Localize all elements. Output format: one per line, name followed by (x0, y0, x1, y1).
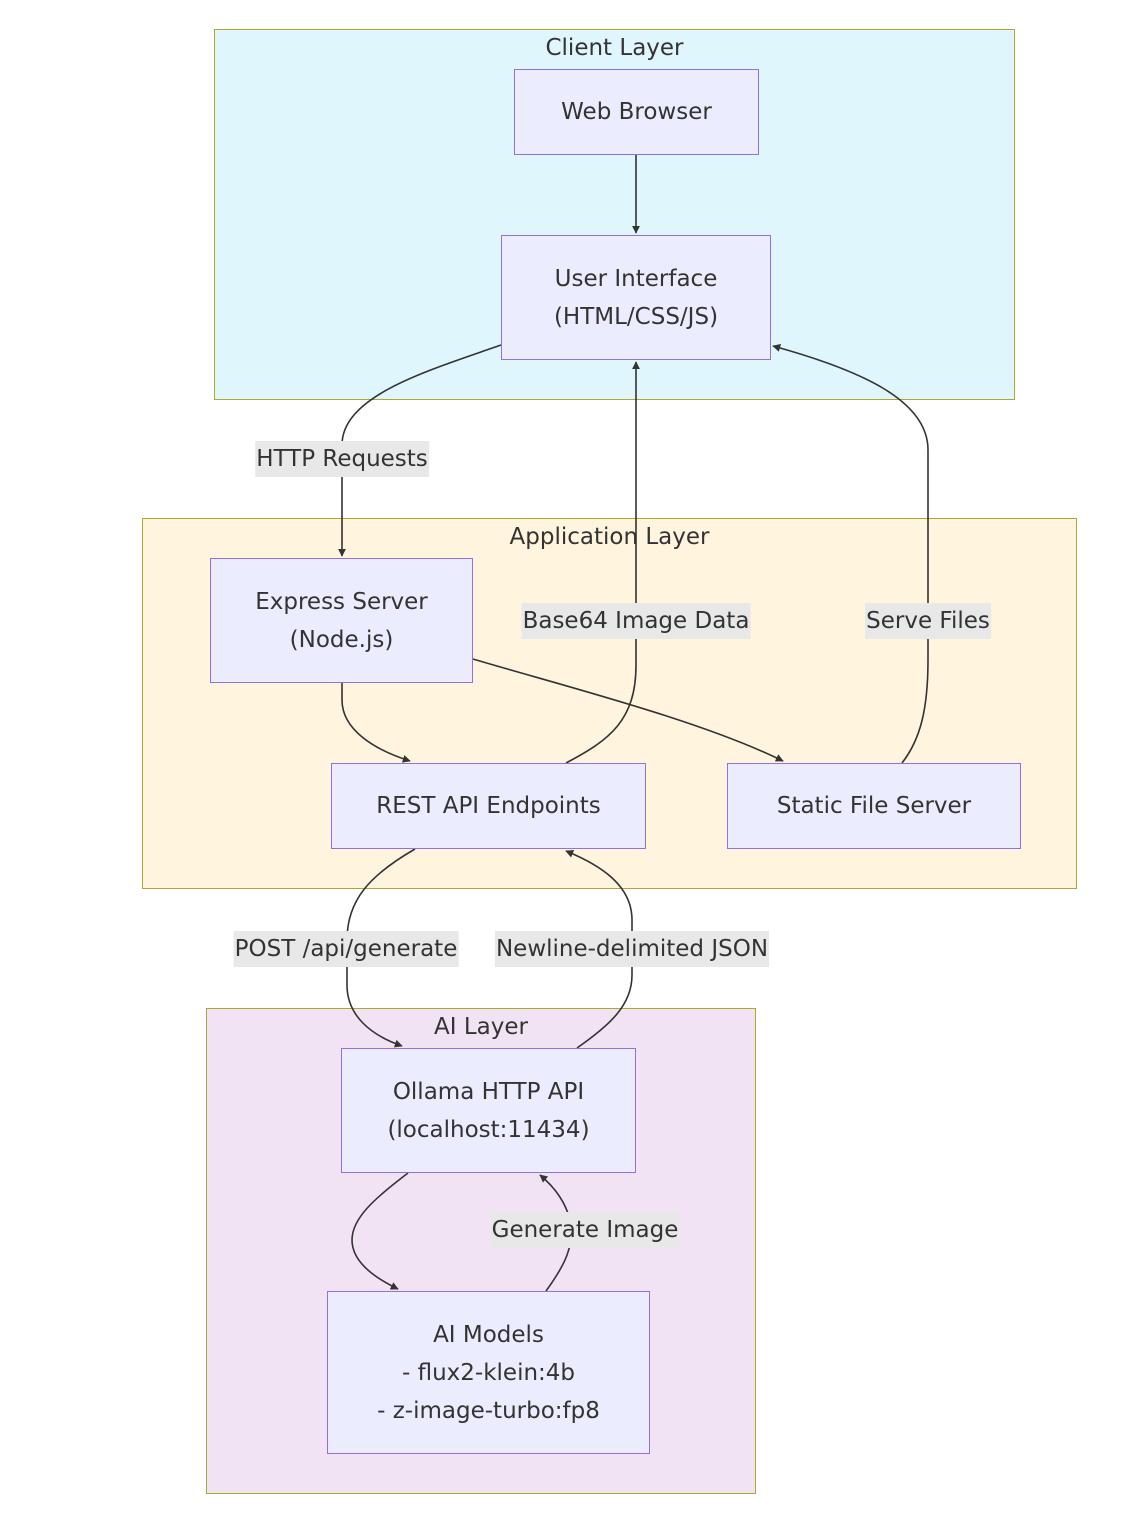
ai-models-item-1: - flux2-klein:4b (401, 1359, 576, 1386)
static-file-server-node: Static File Server (727, 763, 1021, 849)
edge-label-base64-image-data: Base64 Image Data (521, 603, 751, 639)
static-file-server-label: Static File Server (776, 793, 972, 819)
ollama-api-label: Ollama HTTP API (392, 1078, 585, 1105)
edge-ollama-to-ai-models (351, 1172, 409, 1290)
edge-label-newline-delimited-json: Newline-delimited JSON (494, 931, 770, 967)
application-layer-title: Application Layer (509, 524, 710, 550)
edge-user-interface-to-express-server (338, 344, 502, 557)
edge-static-file-server-to-user-interface (772, 344, 929, 764)
ai-models-label: AI Models (433, 1321, 544, 1348)
user-interface-sublabel: (HTML/CSS/JS) (553, 303, 719, 330)
ai-models-item-2: - z-image-turbo:fp8 (377, 1397, 600, 1424)
ollama-api-sublabel: (localhost:11434) (387, 1116, 590, 1143)
edge-express-server-to-rest-api (341, 683, 411, 763)
ai-models-node: AI Models - flux2-klein:4b - z-image-tur… (327, 1291, 650, 1454)
web-browser-node: Web Browser (514, 69, 759, 155)
edge-label-generate-image: Generate Image (490, 1212, 680, 1248)
express-server-sublabel: (Node.js) (289, 626, 394, 653)
edge-rest-api-to-user-interface (565, 361, 640, 764)
rest-api-label: REST API Endpoints (376, 793, 601, 819)
edge-label-post-api-generate: POST /api/generate (233, 931, 459, 967)
ai-layer-title: AI Layer (434, 1014, 528, 1040)
edge-ollama-to-rest-api (565, 850, 633, 1049)
express-server-node: Express Server (Node.js) (210, 558, 473, 683)
client-layer-title: Client Layer (545, 35, 684, 61)
web-browser-label: Web Browser (561, 99, 712, 125)
user-interface-label: User Interface (554, 265, 718, 292)
user-interface-node: User Interface (HTML/CSS/JS) (501, 235, 771, 360)
express-server-label: Express Server (255, 588, 428, 615)
edge-label-serve-files: Serve Files (865, 603, 991, 639)
ollama-api-node: Ollama HTTP API (localhost:11434) (341, 1048, 636, 1173)
edge-label-http-requests: HTTP Requests (255, 441, 429, 477)
rest-api-node: REST API Endpoints (331, 763, 646, 849)
